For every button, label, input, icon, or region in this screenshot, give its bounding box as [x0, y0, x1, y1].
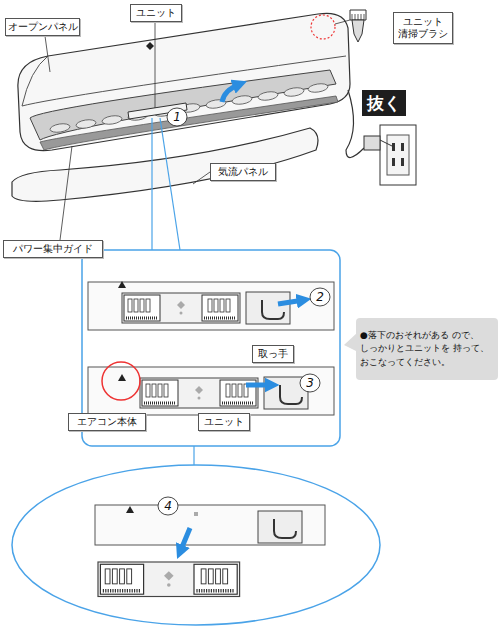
- callout-number: 3: [302, 375, 318, 391]
- label-text: 抜く: [367, 92, 401, 115]
- label-text: ●落下のおそれがある ので、しっかりとユニットを 持って、おこなってください。: [360, 329, 494, 368]
- label-text: パワー集中ガイド: [13, 243, 93, 256]
- callout-number: 2: [312, 289, 328, 305]
- action-label: 抜く: [362, 90, 406, 116]
- part-label: ユニット: [198, 413, 250, 431]
- label-text: オープンパネル: [8, 21, 78, 34]
- callout-number: 4: [160, 498, 176, 514]
- label-text: 気流パネル: [218, 166, 268, 179]
- part-label: オープンパネル: [5, 18, 80, 36]
- label-text: ユニット: [204, 416, 244, 429]
- callout-number: 1: [169, 109, 185, 125]
- part-label: 気流パネル: [210, 163, 276, 181]
- part-label: パワー集中ガイド: [3, 240, 103, 258]
- label-text: ユニット: [136, 7, 176, 20]
- part-label: ユニット 清掃ブラシ: [393, 12, 453, 44]
- part-label: 取っ手: [252, 345, 294, 363]
- part-label: ユニット: [130, 4, 182, 22]
- label-text: 取っ手: [258, 348, 288, 361]
- part-label: エアコン本体: [68, 413, 146, 431]
- label-text: エアコン本体: [77, 416, 137, 429]
- label-text: ユニット 清掃ブラシ: [394, 16, 452, 41]
- caution-note: ●落下のおそれがある ので、しっかりとユニットを 持って、おこなってください。: [356, 318, 498, 380]
